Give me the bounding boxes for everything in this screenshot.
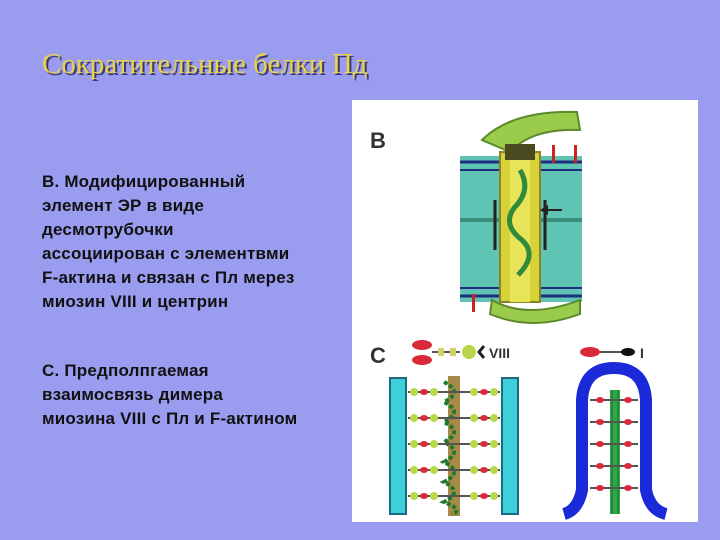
paragraph-c: С. Предполпгаемая взаимосвязь димера мио…	[42, 359, 297, 431]
paragraph-b-line: В. Модифицированный	[42, 172, 246, 191]
label-i: I	[640, 345, 644, 361]
paragraph-c-line: взаимосвязь димера	[42, 385, 224, 404]
myosin-viii-legend	[412, 340, 486, 365]
panel-b-illustration	[460, 106, 582, 328]
paragraph-b-line: миозин VIII и центрин	[42, 292, 229, 311]
microvillus-panel	[561, 362, 668, 520]
paragraph-b: В. Модифицированный элемент ЭР в виде де…	[42, 170, 295, 314]
paragraph-b-line: F-актина и связан с Пл мерез	[42, 268, 295, 287]
paragraph-c-line: миозина VIII с Пл и F-актином	[42, 409, 298, 428]
paragraph-c-line: С. Предполпгаемая	[42, 361, 209, 380]
diagram-figure: B C	[352, 100, 698, 522]
desmotubule-panel	[389, 376, 519, 516]
paragraph-b-line: ассоциирован с элементвми	[42, 244, 290, 263]
panel-b-letter: B	[370, 128, 386, 153]
paragraph-b-line: десмотрубочки	[42, 220, 174, 239]
label-viii: VIII	[489, 345, 510, 361]
slide-title: Сократительные белки Пд	[42, 48, 368, 80]
panel-c-letter: C	[370, 343, 386, 368]
myosin-i-legend	[580, 347, 635, 357]
paragraph-b-line: элемент ЭР в виде	[42, 196, 204, 215]
diagram-svg: B C	[370, 106, 668, 520]
